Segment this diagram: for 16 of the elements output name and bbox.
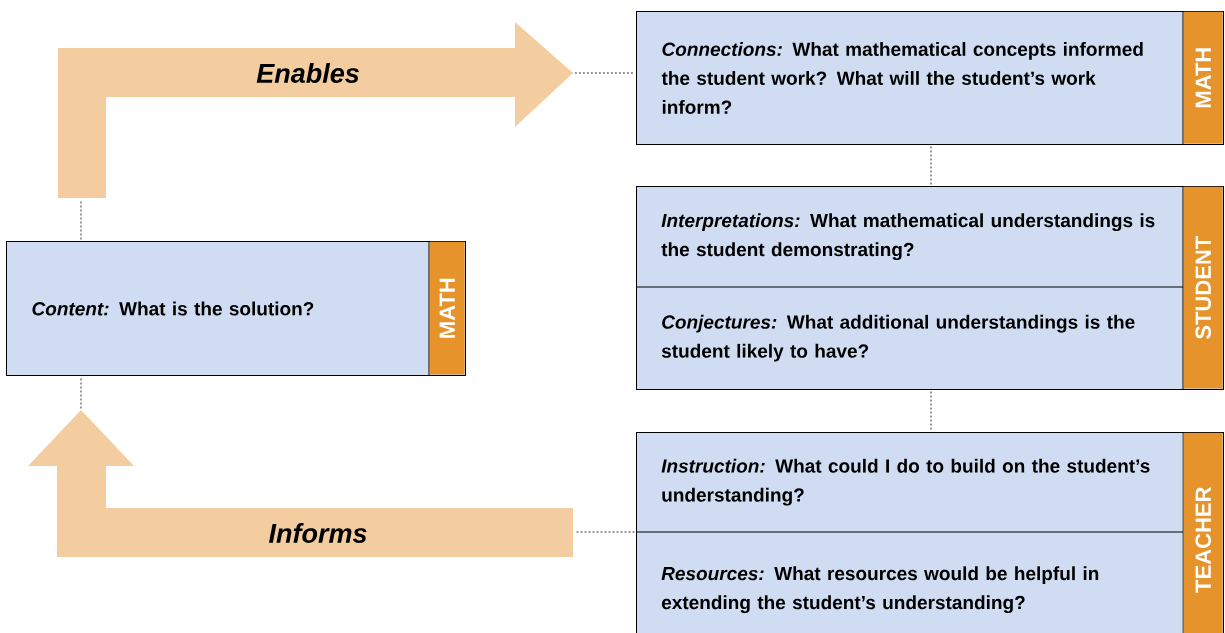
question-text: Interpretations: What mathematical understandings is the student demonstrating?: [661, 213, 1155, 261]
connector-line: [930, 146, 932, 185]
connector-line: [574, 72, 635, 74]
connector-line: [80, 377, 82, 409]
category-tab: STUDENT: [1183, 186, 1223, 389]
question-text: Instruction: What could I do to build on the student’s understanding?: [661, 458, 1150, 506]
question-panel: [636, 432, 1224, 633]
connector-line: [930, 391, 932, 431]
category-tab: TEACHER: [1183, 432, 1223, 633]
question-text: Resources: What resources would be helpful in extending the student’s understanding?: [661, 566, 1099, 614]
connector-line: [80, 199, 82, 240]
connector-line: [574, 531, 635, 533]
category-tab: MATH: [429, 241, 465, 375]
question-text: Conjectures: What additional understandings is the student likely to have?: [661, 314, 1135, 362]
category-tab: MATH: [1183, 11, 1223, 144]
question-panel: [636, 186, 1224, 390]
